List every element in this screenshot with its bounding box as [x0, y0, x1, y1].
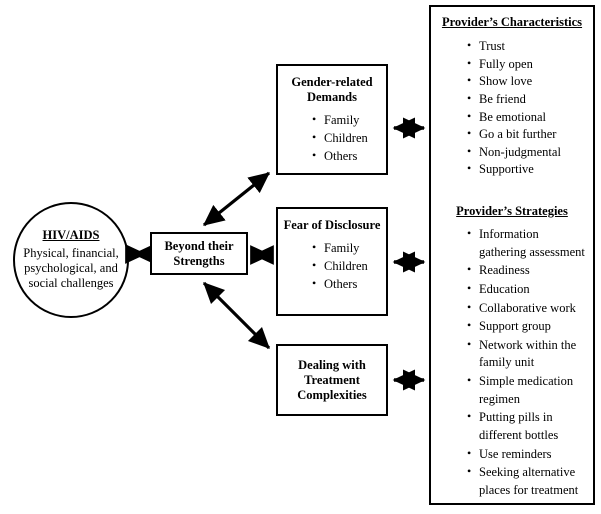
list-item: Be emotional: [467, 108, 585, 127]
list-item: Children: [312, 257, 386, 276]
provider-strategies-list: Information gathering assessment Readine…: [431, 225, 593, 499]
node-treatment-complexities-title: Dealing with Treatment Complexities: [297, 357, 367, 402]
node-fear-disclosure-title: Fear of Disclosure: [283, 218, 381, 232]
list-item: Supportive: [467, 160, 585, 179]
list-item: Non-judgmental: [467, 143, 585, 162]
list-item: Go a bit further: [467, 125, 585, 144]
list-item: Family: [312, 239, 386, 258]
list-item: Education: [467, 280, 585, 299]
provider-characteristics-list: Trust Fully open Show love Be friend Be …: [431, 37, 593, 179]
list-item: Putting pills in different bottles: [467, 408, 585, 444]
node-gender-demands-list: Family Children Others: [278, 111, 386, 166]
list-item: Be friend: [467, 90, 585, 109]
list-item: Simple medication regimen: [467, 372, 585, 408]
connector-central-to-gender: [203, 171, 270, 227]
list-item: Support group: [467, 317, 585, 336]
connector-central-to-treatment: [202, 281, 271, 350]
node-provider-panel: Provider’s Characteristics Trust Fully o…: [429, 5, 595, 505]
node-treatment-complexities: Dealing with Treatment Complexities: [276, 344, 388, 416]
list-item: Seeking alternative places for treatment: [467, 463, 585, 499]
node-central-title: Beyond their Strengths: [164, 238, 234, 268]
node-problem-body: Physical, financial, psychological, and …: [23, 245, 119, 291]
list-item: Readiness: [467, 261, 585, 280]
node-central: Beyond their Strengths: [150, 232, 248, 275]
provider-characteristics-heading: Provider’s Characteristics: [441, 15, 583, 29]
list-item: Show love: [467, 72, 585, 91]
list-item: Fully open: [467, 55, 585, 74]
list-item: Collaborative work: [467, 299, 585, 318]
node-fear-disclosure-list: Family Children Others: [278, 239, 386, 294]
provider-strategies-heading: Provider’s Strategies: [456, 204, 568, 218]
node-problem-title: HIV/AIDS: [42, 228, 100, 243]
list-item: Trust: [467, 37, 585, 56]
list-item: Information gathering assessment: [467, 225, 585, 261]
node-gender-demands-title: Gender-related Demands: [291, 75, 373, 104]
node-fear-disclosure: Fear of Disclosure Family Children Other…: [276, 207, 388, 316]
list-item: Others: [312, 275, 386, 294]
list-item: Children: [312, 129, 386, 148]
node-problem: HIV/AIDS Physical, financial, psychologi…: [13, 202, 129, 318]
list-item: Use reminders: [467, 445, 585, 464]
node-gender-demands: Gender-related Demands Family Children O…: [276, 64, 388, 175]
list-item: Others: [312, 147, 386, 166]
list-item: Family: [312, 111, 386, 130]
list-item: Network within the family unit: [467, 336, 585, 372]
